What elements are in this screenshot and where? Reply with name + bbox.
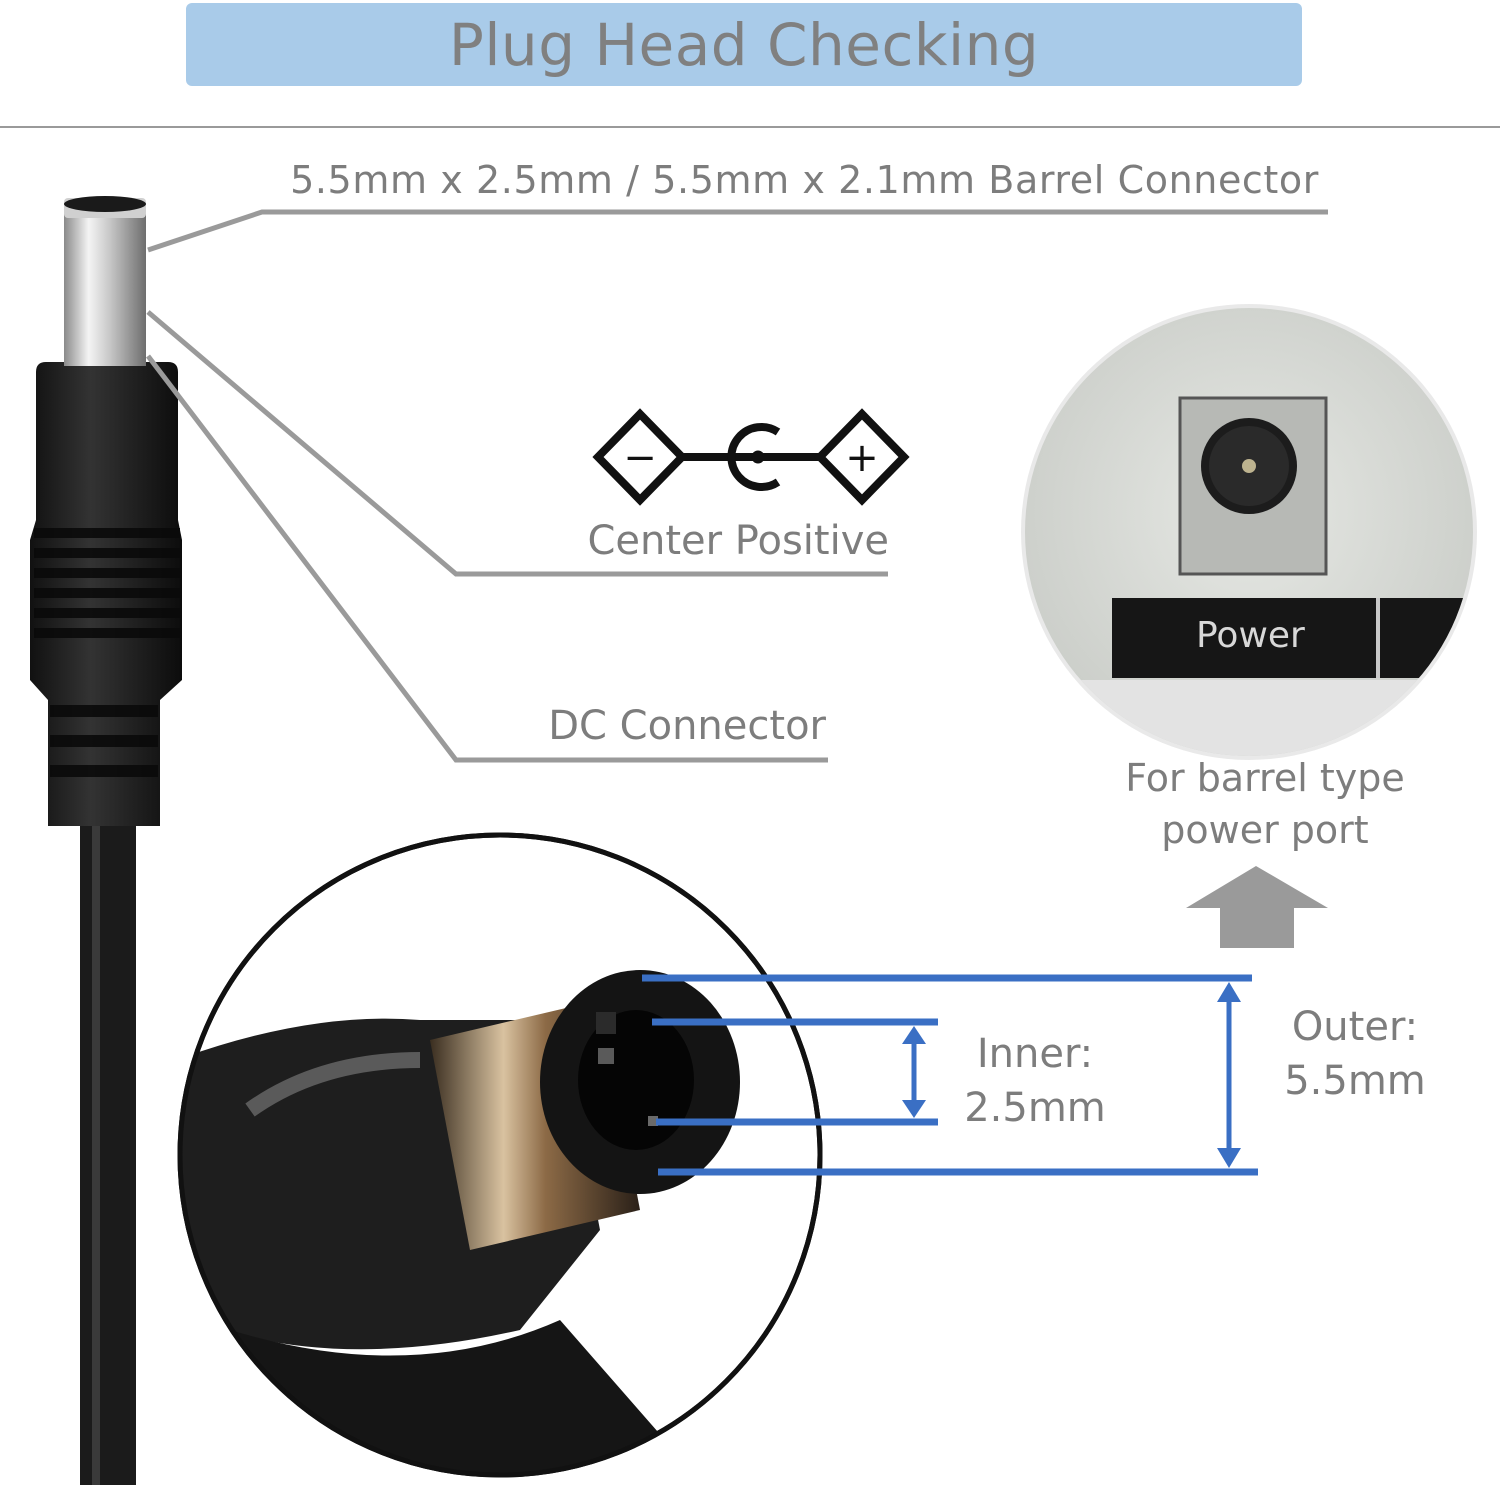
negative-sign: − [623,435,657,481]
inner-title: Inner: [976,1031,1094,1077]
inner-value: 2.5mm [964,1085,1106,1131]
outer-title: Outer: [1291,1004,1419,1050]
polarity-symbol-icon: − + [592,408,910,506]
power-panel-label: Power [1196,615,1305,656]
plug-closeup-photo [177,832,823,1478]
positive-sign: + [845,435,879,481]
dc-plug-icon [30,196,182,1485]
port-note: For barrel type power port [1100,752,1430,856]
polarity-label: Center Positive [587,518,889,564]
connector-spec-label: 5.5mm x 2.5mm / 5.5mm x 2.1mm Barrel Con… [290,158,1319,202]
outer-value: 5.5mm [1284,1058,1426,1104]
power-port-icon [1021,304,1477,760]
page-title: Plug Head Checking [448,10,1040,79]
port-note-line1: For barrel type [1125,756,1405,800]
callout-lines [146,209,1328,763]
header-banner: Plug Head Checking [186,3,1302,86]
up-arrow-icon [1186,866,1328,948]
dc-connector-label: DC Connector [548,703,826,749]
port-note-line2: power port [1161,808,1369,852]
dimension-lines [642,974,1258,1176]
outer-dimension-label: Outer: 5.5mm [1275,1000,1435,1108]
header-divider [0,126,1500,128]
inner-dimension-label: Inner: 2.5mm [955,1027,1115,1135]
